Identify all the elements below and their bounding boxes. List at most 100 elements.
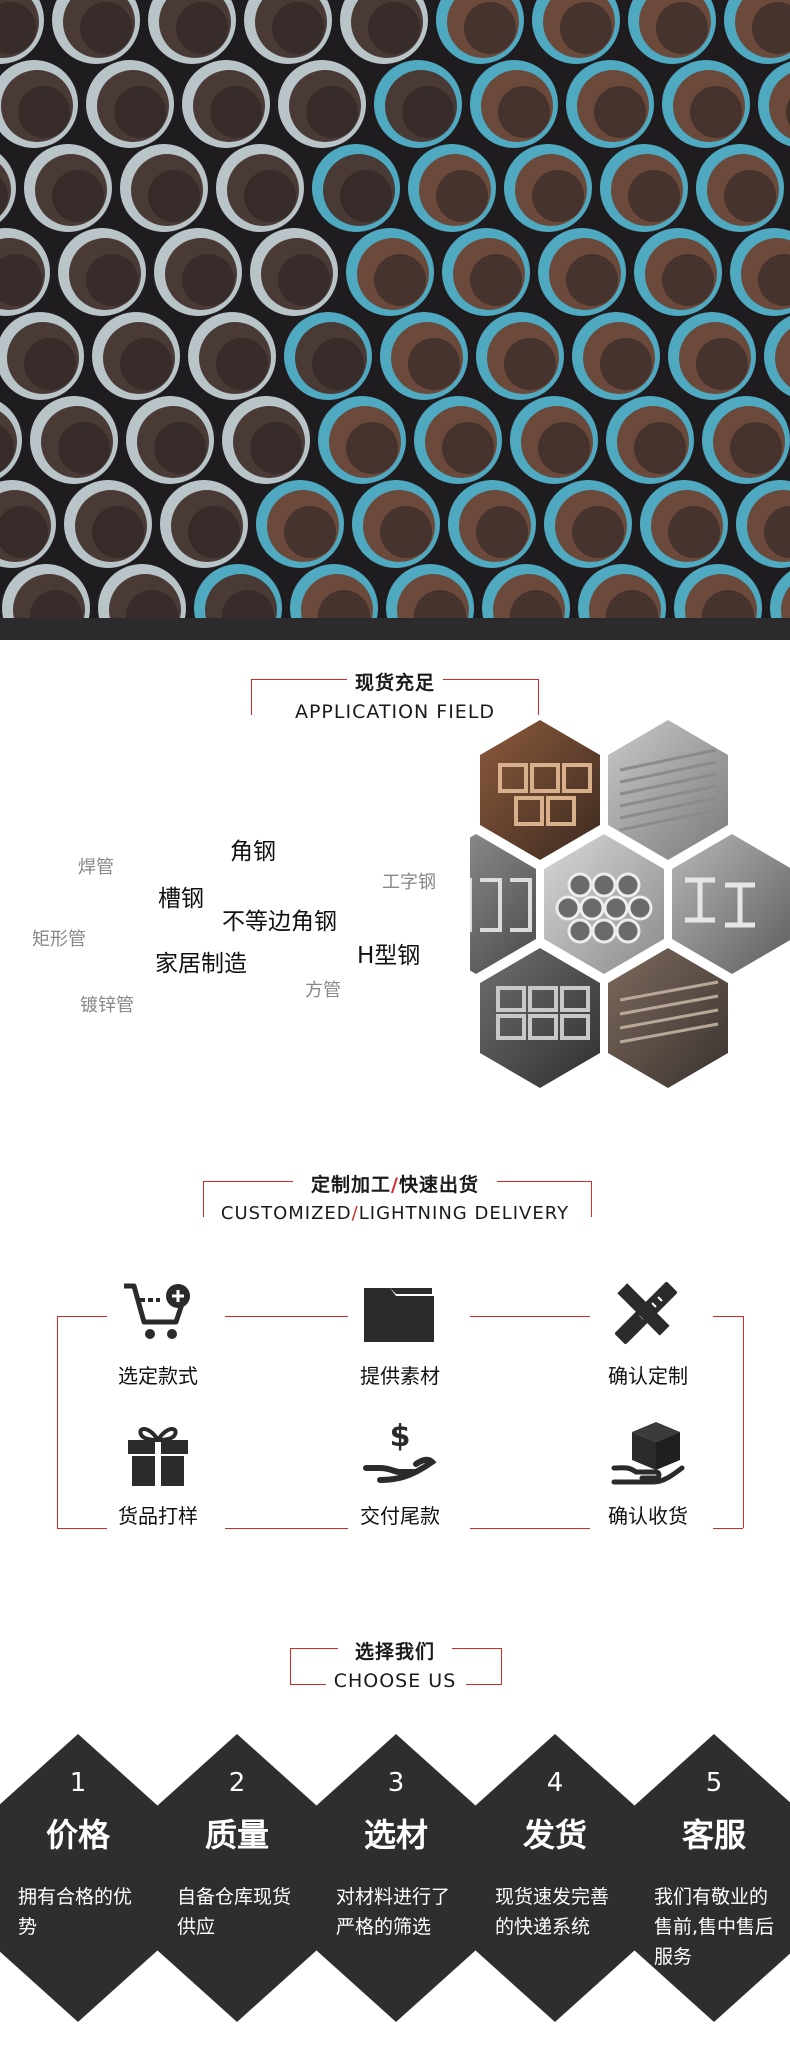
section-header-choose-us: 选择我们 CHOOSE US — [0, 1637, 790, 1692]
header-frame-line — [466, 1684, 502, 1685]
pipe-end — [414, 396, 502, 484]
pipe-end — [24, 144, 112, 232]
pipe-end — [86, 60, 174, 148]
pipe-end — [222, 396, 310, 484]
hex-angle-bars — [608, 720, 728, 860]
header-frame-line — [251, 679, 252, 715]
pipe-end — [702, 396, 790, 484]
tag-item: 家居制造 — [155, 951, 247, 977]
pipe-end — [216, 144, 304, 232]
pipe-end — [250, 228, 338, 316]
header-frame-line — [443, 679, 539, 680]
process-step-confirm-custom: 确认定制 — [558, 1278, 738, 1389]
pipe-end — [532, 0, 620, 64]
pipe-end — [436, 0, 524, 64]
advantage-card-price: 1 价格 拥有合格的优势 — [0, 1734, 158, 2022]
pipe-end — [148, 0, 236, 64]
advantage-card-materials: 3 选材 对材料进行了严格的筛选 — [316, 1734, 476, 2022]
pipe-end — [758, 61, 790, 147]
pipe-end — [386, 564, 474, 618]
pipe-end — [668, 312, 756, 400]
hex-round-tubes — [544, 834, 664, 974]
pipe-end — [0, 60, 78, 148]
pipe-end — [58, 228, 146, 316]
hex-galvanized-pipes — [480, 948, 600, 1088]
header-frame-line — [251, 679, 347, 680]
process-step-label: 确认收货 — [608, 1504, 688, 1528]
section-title-en-b: LIGHTNING DELIVERY — [358, 1203, 570, 1224]
pipe-end — [730, 228, 790, 316]
advantage-card-service: 5 客服 我们有敬业的售前,售中售后服务 — [634, 1734, 790, 2022]
pipe-end — [634, 228, 722, 316]
advantage-number: 1 — [69, 1768, 87, 1798]
pipe-end — [470, 60, 558, 148]
pipe-end — [510, 396, 598, 484]
tag-item: 焊管 — [78, 857, 114, 878]
pipe-end — [504, 144, 592, 232]
svg-text:$: $ — [390, 1419, 411, 1454]
pipe-end — [126, 396, 214, 484]
process-step-sample: 货品打样 — [68, 1418, 248, 1529]
advantage-description: 拥有合格的优势 — [18, 1886, 133, 1938]
section-title-cn: 选择我们 — [354, 1641, 435, 1663]
pipe-end — [674, 564, 762, 618]
hero-pipes-photo — [0, 0, 790, 618]
product-hex-cluster — [416, 720, 790, 1094]
pipe-end — [640, 480, 728, 568]
pipe-end — [374, 60, 462, 148]
header-frame-line — [452, 1648, 502, 1649]
process-step-label: 选定款式 — [118, 1364, 198, 1388]
pipe-end — [52, 0, 140, 64]
pipe-end — [600, 144, 688, 232]
pipe-end — [312, 144, 400, 232]
tag-item: 矩形管 — [32, 929, 86, 950]
pipe-end — [318, 396, 406, 484]
header-frame-line — [203, 1181, 204, 1217]
advantage-title: 质量 — [204, 1816, 269, 1854]
process-step-label: 确认定制 — [608, 1364, 688, 1388]
pipe-end — [628, 0, 716, 64]
pipe-end — [182, 60, 270, 148]
pipe-end — [442, 228, 530, 316]
gift-icon — [118, 1418, 198, 1488]
pipe-end — [448, 480, 536, 568]
advantage-card-quality: 2 质量 自备仓库现货供应 — [157, 1734, 317, 2022]
pipe-end — [92, 312, 180, 400]
tag-item: H型钢 — [357, 943, 421, 969]
pipe-end — [764, 315, 790, 397]
header-frame-line — [203, 1181, 293, 1182]
process-step-select-style: 选定款式 — [68, 1278, 248, 1389]
advantage-title: 发货 — [522, 1816, 587, 1854]
pipe-end — [160, 480, 248, 568]
hero-bottom-bar — [0, 618, 790, 640]
pipe-end — [662, 60, 750, 148]
process-step-confirm-receipt: 确认收货 — [558, 1418, 738, 1529]
pipe-end — [64, 480, 152, 568]
tag-item: 不等边角钢 — [222, 909, 337, 935]
pencil-ruler-icon — [608, 1278, 688, 1348]
tag-item: 角钢 — [230, 839, 276, 865]
hex-i-beams — [672, 834, 790, 974]
pipe-end — [724, 0, 790, 64]
advantage-title: 价格 — [45, 1816, 110, 1854]
pipe-end — [120, 144, 208, 232]
pipe-end — [0, 312, 84, 400]
advantage-description: 自备仓库现货供应 — [177, 1886, 292, 1938]
pipe-end — [194, 564, 282, 618]
pipe-end — [340, 0, 428, 64]
pipe-end — [30, 396, 118, 484]
advantage-number: 2 — [228, 1768, 246, 1798]
hand-dollar-icon: $ — [360, 1418, 440, 1488]
hex-channel-steel — [416, 834, 536, 974]
process-step-final-payment: $ 交付尾款 — [310, 1418, 490, 1529]
section-title-en: APPLICATION FIELD — [294, 701, 496, 723]
title-slash: / — [351, 1203, 359, 1224]
tag-item: 工字钢 — [382, 872, 436, 893]
header-frame-line — [290, 1648, 291, 1684]
pipe-end — [606, 396, 694, 484]
pipe-end — [290, 564, 378, 618]
pipe-end — [544, 480, 632, 568]
advantage-description: 现货速发完善的快递系统 — [495, 1886, 610, 1938]
pipe-end — [98, 564, 186, 618]
folder-icon — [360, 1278, 440, 1348]
